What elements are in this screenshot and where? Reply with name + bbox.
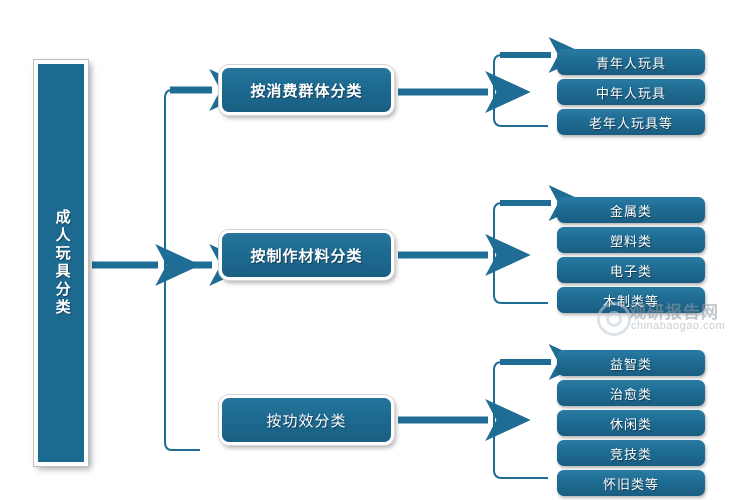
watermark-url: chinabaogao.com [631, 320, 726, 332]
branch-node-label: 按制作材料分类 [250, 248, 363, 265]
leaf-node-label: 怀旧类等 [602, 476, 659, 492]
leaf-node[interactable]: 电子类 [557, 257, 705, 283]
leaf-node[interactable]: 休闲类 [557, 410, 705, 436]
leaf-node[interactable]: 怀旧类等 [557, 470, 705, 496]
leaf-node-label: 竞技类 [609, 446, 652, 462]
branch-node-consumer-group[interactable]: 按消费群体分类 [219, 65, 394, 115]
leaf-node-label: 电子类 [609, 263, 652, 279]
leaf-node[interactable]: 治愈类 [557, 380, 705, 406]
leaf-node[interactable]: 中年人玩具 [557, 79, 705, 105]
leaf-node-label: 益智类 [609, 356, 652, 372]
watermark: 观研报告网 chinabaogao.com [597, 298, 747, 338]
leaf-node[interactable]: 青年人玩具 [557, 49, 705, 75]
leaf-node[interactable]: 塑料类 [557, 227, 705, 253]
leaf-node-label: 塑料类 [609, 233, 652, 249]
leaf-node-label: 休闲类 [609, 416, 652, 432]
leaf-node-label: 青年人玩具 [595, 55, 666, 71]
branch-node-label: 按功效分类 [266, 413, 347, 430]
leaf-node[interactable]: 金属类 [557, 197, 705, 223]
watermark-logo-icon [597, 302, 631, 336]
branch-node-material[interactable]: 按制作材料分类 [219, 230, 394, 280]
branch-node-function[interactable]: 按功效分类 [219, 395, 394, 445]
leaf-node[interactable]: 竞技类 [557, 440, 705, 466]
root-node[interactable]: 成人玩具分类 [34, 60, 88, 466]
branch-node-label: 按消费群体分类 [250, 83, 363, 100]
root-node-label: 成人玩具分类 [53, 209, 70, 317]
leaf-node[interactable]: 益智类 [557, 350, 705, 376]
leaf-node[interactable]: 老年人玩具等 [557, 109, 705, 135]
leaf-node-label: 中年人玩具 [595, 85, 666, 101]
leaf-node-label: 金属类 [609, 203, 652, 219]
leaf-node-label: 老年人玩具等 [588, 115, 673, 131]
leaf-node[interactable]: 木制类等 [557, 287, 705, 313]
leaf-node-label: 治愈类 [609, 386, 652, 402]
watermark-brand: 观研报告网 [629, 303, 719, 322]
